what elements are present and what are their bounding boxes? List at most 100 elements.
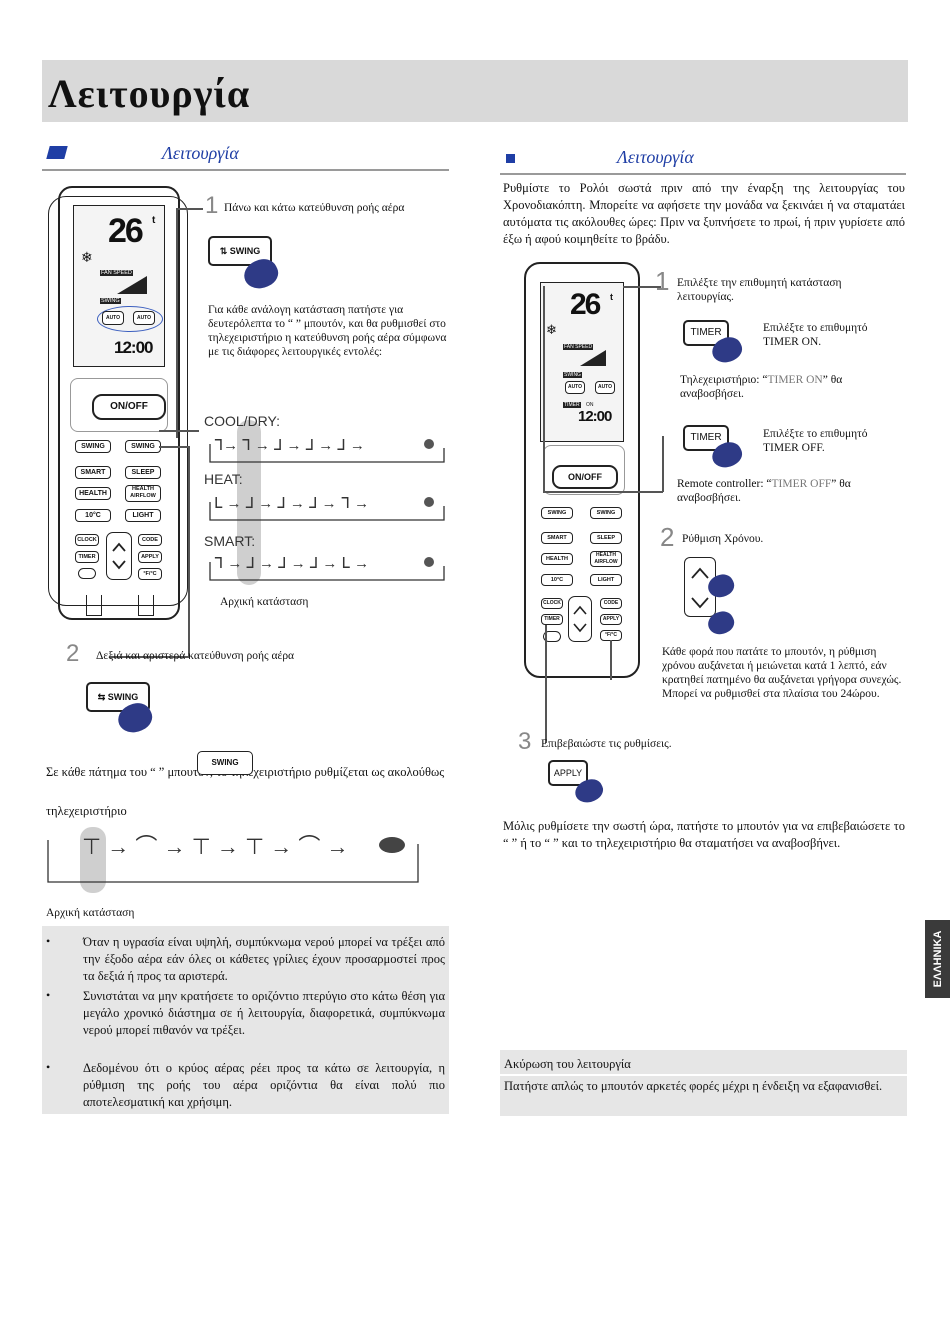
- connector-line: [610, 640, 612, 680]
- confirm-text: Μόλις ρυθμίσετε την σωστή ώρα, πατήστε τ…: [503, 819, 905, 850]
- bullet: •: [46, 988, 51, 1002]
- swing-auto-icon-4: AUTO: [595, 381, 615, 394]
- right-step2-number: 2: [660, 522, 675, 552]
- remote2-btn-swing-lr[interactable]: SWING: [590, 507, 622, 519]
- timer-on-label: ON: [586, 402, 594, 408]
- swing-highlight: [97, 306, 163, 332]
- timer-intro: Ρυθμίστε το Ρολόι σωστά πριν από την ένα…: [503, 181, 905, 246]
- svg-text:ᒣ→ ⅂ → ⅃ → ⅃ → ⅃ →: ᒣ→ ⅂ → ⅃ → ⅃ → ⅃ →: [214, 437, 365, 454]
- updown-button[interactable]: [684, 557, 716, 617]
- svg-text:ᒪ → ⅃ → ⅃ → ⅃ → ᒣ →: ᒪ → ⅃ → ⅃ → ⅃ → ᒣ →: [214, 495, 369, 512]
- remote2-btn-light[interactable]: LIGHT: [590, 574, 622, 586]
- remote2-btn-clock[interactable]: CLOCK: [541, 598, 563, 609]
- connector-line: [188, 446, 190, 656]
- right-step2-text: Ρύθμιση Χρόνου.: [682, 533, 764, 545]
- connector-line: [159, 446, 189, 448]
- connector-line: [159, 430, 199, 432]
- remote-btn-updown[interactable]: [106, 532, 132, 580]
- time-adjust-text: Κάθε φορά που πατάτε το μπουτόν, η ρύθμι…: [662, 646, 902, 700]
- remote-btn-light[interactable]: LIGHT: [125, 509, 161, 522]
- remote-body-outline: [48, 196, 188, 606]
- remote-btn-clock[interactable]: CLOCK: [75, 534, 99, 546]
- swing-leftright-icon: ⇆: [97, 692, 108, 702]
- remote2-btn-health-airflow[interactable]: HEALTH AIRFLOW: [590, 551, 622, 567]
- clock-display-2: 12:00: [578, 408, 612, 425]
- remote-clip-left: [86, 595, 102, 616]
- timer-on-blink-text: Τηλεχειριστήριο: “TIMER ON” θα αναβοσβήσ…: [680, 373, 880, 401]
- connector-line: [543, 286, 545, 491]
- temp-unit: t: [152, 215, 156, 226]
- timer-label: TIMER: [563, 402, 581, 408]
- swing-leftright-button[interactable]: ⇆ SWING: [86, 682, 150, 712]
- step1-number: 1: [205, 192, 219, 219]
- swing-auto-icon-3: AUTO: [565, 381, 585, 394]
- remote2-btn-oval[interactable]: [543, 631, 561, 642]
- bullet: •: [46, 1060, 51, 1074]
- snowflake-icon: ❄: [546, 322, 557, 337]
- bullet: •: [46, 934, 51, 948]
- timer-off-instruction: Επιλέξτε το επιθυμητό TIMER OFF.: [763, 428, 868, 454]
- onoff-button-2[interactable]: ON/OFF: [552, 465, 618, 489]
- step1-text: Πάνω και κάτω κατεύθυνση ροής αέρα: [224, 202, 405, 214]
- cancel-box: [500, 1050, 907, 1116]
- right-heading: Λειτουργία: [617, 147, 694, 167]
- swing-label: SWING: [100, 298, 121, 304]
- remote-btn-10c[interactable]: 10°C: [75, 509, 111, 522]
- step2-number: 2: [66, 640, 80, 667]
- remote-btn-sleep[interactable]: SLEEP: [125, 466, 161, 479]
- updown-chevrons-icon: [573, 605, 587, 633]
- cancel-text: Πατήστε απλώς το μπουτόν αρκετές φορές μ…: [504, 1079, 883, 1093]
- right-step1-text: Επιλέξτε την επιθυμητή κατάσταση λειτουρ…: [677, 277, 842, 303]
- remote2-btn-timer[interactable]: TIMER: [541, 614, 563, 625]
- airflow-sequence-diagram: ᒣ→ ⅂ → ⅃ → ⅃ → ⅃ → ᒪ → ⅃ → ⅃ → ⅃ → ᒣ → ᒣ…: [209, 437, 445, 581]
- remote2-btn-sleep[interactable]: SLEEP: [590, 532, 622, 544]
- connector-line: [545, 625, 547, 743]
- updown-arrows-icon: [691, 567, 709, 609]
- remote-btn-health-airflow[interactable]: HEALTH AIRFLOW: [125, 485, 161, 502]
- left-heading: Λειτουργία: [162, 143, 239, 163]
- section-marker: [46, 146, 68, 159]
- remote-btn-smart[interactable]: SMART: [75, 466, 111, 479]
- onoff-frame: [70, 378, 168, 432]
- remote2-btn-health[interactable]: HEALTH: [541, 553, 573, 565]
- remote2-btn-code[interactable]: CODE: [600, 598, 622, 609]
- cancel-heading: Ακύρωση του λειτουργία: [504, 1057, 631, 1071]
- mode-heat: HEAT:: [204, 471, 243, 487]
- remote-btn-swing-ud[interactable]: SWING: [75, 440, 111, 453]
- remote2-btn-swing-ud[interactable]: SWING: [541, 507, 573, 519]
- remote-btn-timer[interactable]: TIMER: [75, 551, 99, 563]
- remote2-btn-apply[interactable]: APPLY: [600, 614, 622, 625]
- remote-btn-apply[interactable]: APPLY: [138, 551, 162, 563]
- remote2-btn-smart[interactable]: SMART: [541, 532, 573, 544]
- remote2-btn-updown[interactable]: [568, 596, 592, 642]
- onoff-frame-2: [543, 445, 625, 495]
- connector-line: [623, 286, 661, 288]
- connector-line: [662, 436, 664, 492]
- remote-btn-fc[interactable]: °F/°C: [138, 568, 162, 580]
- svg-text:⊤ → ⌒ → ⊤ → ⊤ → ⌒ →: ⊤ → ⌒ → ⊤ → ⊤ → ⌒ →: [82, 834, 349, 859]
- swing-auto-icon: AUTO: [102, 311, 124, 325]
- page-title: Λειτουργία: [48, 71, 251, 116]
- right-step1-number: 1: [655, 266, 670, 296]
- fan-bars-icon: [580, 350, 606, 366]
- onoff-button[interactable]: ON/OFF: [92, 394, 166, 420]
- note-3: Δεδομένου ότι ο κρύος αέρας ρέει προς τα…: [83, 1061, 445, 1109]
- remote-word: τηλεχειριστήριο: [46, 804, 127, 818]
- temp-unit-2: t: [610, 292, 613, 302]
- right-step3-text: Επιβεβαιώστε τις ρυθμίσεις.: [541, 738, 672, 750]
- connector-line: [543, 491, 663, 493]
- timer-on-button[interactable]: TIMER: [683, 320, 729, 346]
- blink-off-prefix: Remote controller: “: [677, 478, 772, 490]
- remote-btn-swing-lr[interactable]: SWING: [125, 440, 161, 453]
- temp-display: 26: [108, 212, 144, 250]
- blink-on-word: TIMER ON: [767, 374, 823, 386]
- swing-leftright-label: SWING: [107, 692, 139, 702]
- remote-btn-code[interactable]: CODE: [138, 534, 162, 546]
- remote2-btn-10c[interactable]: 10°C: [541, 574, 573, 586]
- remote-btn-health[interactable]: HEALTH: [75, 487, 111, 500]
- clock-display: 12:00: [114, 338, 153, 357]
- notes-box: [42, 926, 449, 1114]
- language-tab: ΕΛΛΗΝΙΚΑ: [925, 920, 950, 998]
- remote-btn-oval[interactable]: [78, 568, 96, 579]
- fan-speed-label: FAN SPEED: [100, 270, 133, 276]
